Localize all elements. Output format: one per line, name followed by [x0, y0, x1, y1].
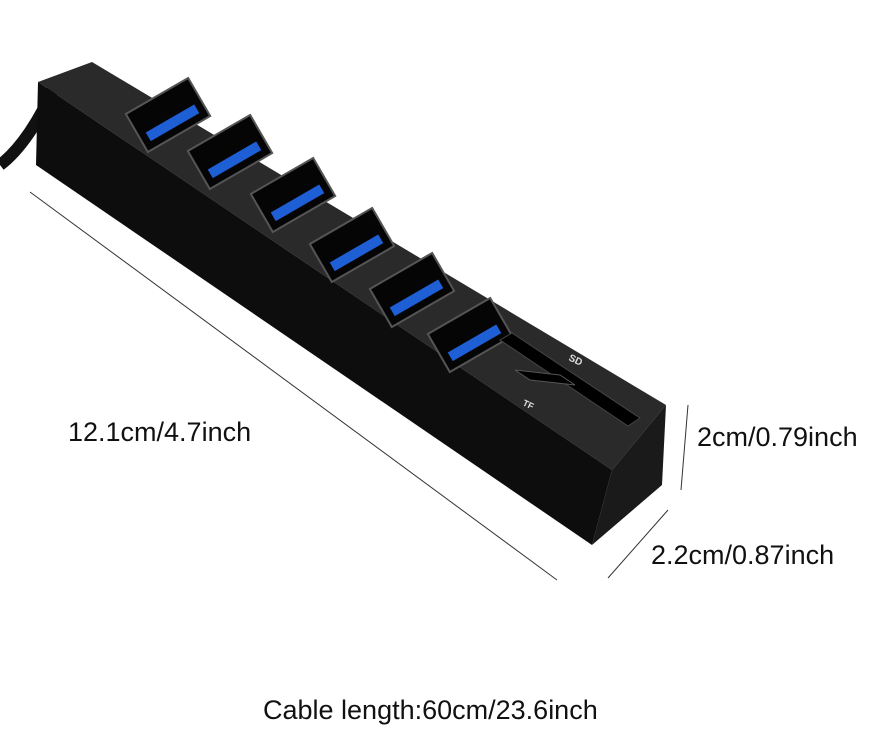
tf-slot [514, 369, 576, 386]
width-label: 2.2cm/0.87inch [651, 540, 835, 570]
hub-end-face [592, 405, 666, 545]
usb-port-1 [124, 76, 212, 154]
length-label: 12.1cm/4.7inch [68, 417, 252, 447]
height-dimension-line [680, 404, 689, 491]
usb-port-6 [426, 296, 514, 374]
usb-port-2 [186, 113, 274, 191]
usb-port-tongue [447, 324, 502, 362]
usb-port-5 [368, 251, 456, 329]
usb-port-tongue [389, 279, 444, 317]
hub-front-face [36, 82, 612, 545]
card-slots: SD TF [499, 332, 641, 427]
height-label: 2cm/0.79inch [697, 422, 858, 452]
usb-port-3 [249, 156, 337, 234]
usb-ports [124, 76, 514, 374]
sd-slot [499, 332, 641, 427]
usb-port-4 [308, 206, 396, 284]
tf-label: TF [521, 398, 536, 412]
width-dimension-line [607, 509, 669, 579]
usb-port-tongue [207, 141, 262, 179]
usb-port-tongue [270, 184, 325, 222]
cable-length-label: Cable length:60cm/23.6inch [263, 695, 598, 725]
sd-label: SD [567, 353, 584, 369]
usb-port-tongue [329, 234, 384, 272]
usb-port-tongue [145, 104, 200, 142]
length-dimension-line [29, 191, 558, 581]
